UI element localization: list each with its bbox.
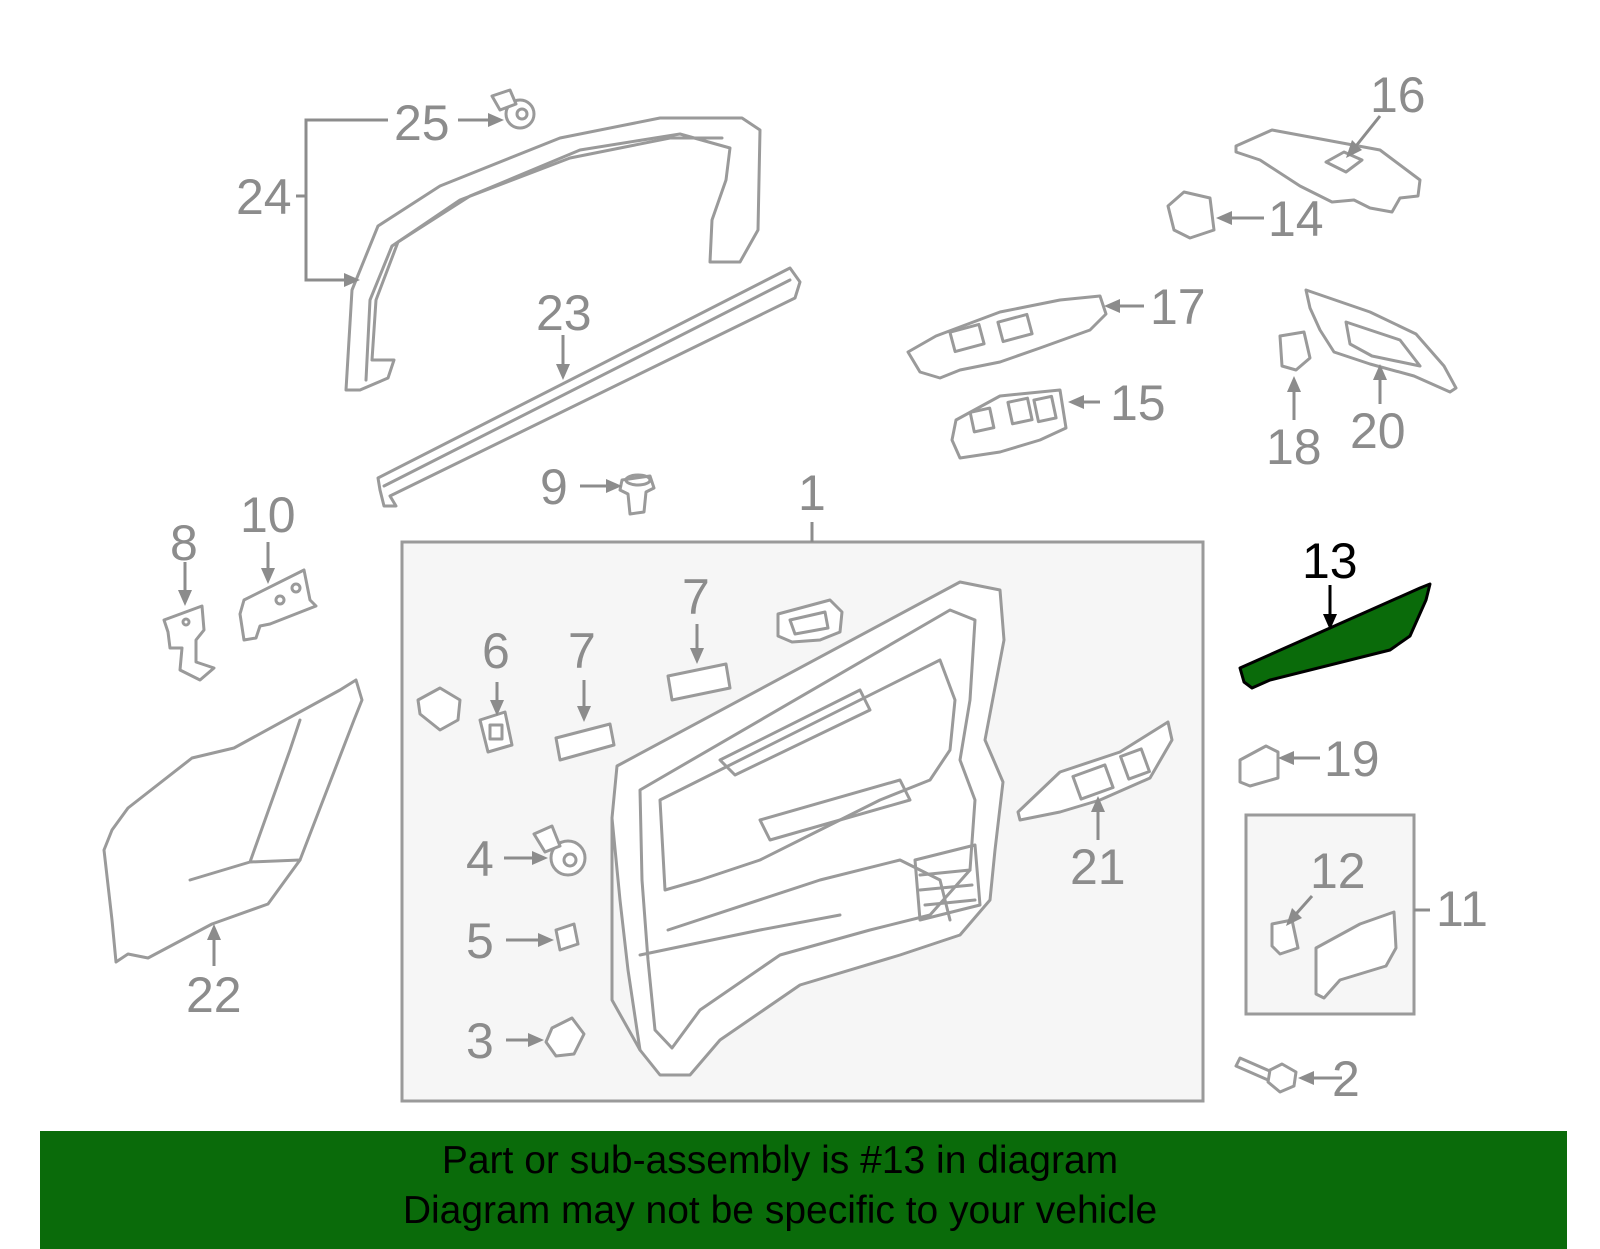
callout-12: 12 — [1310, 843, 1366, 899]
arrow-13 — [1323, 614, 1337, 630]
callout-6: 6 — [482, 623, 510, 679]
callout-25: 25 — [394, 95, 450, 151]
callout-22: 22 — [186, 967, 242, 1023]
cap-part-19 — [1238, 744, 1280, 788]
callout-9: 9 — [540, 459, 568, 515]
callout-13: 13 — [1302, 533, 1358, 589]
callout-15: 15 — [1110, 375, 1166, 431]
clip-part-6-left — [416, 686, 462, 732]
nut-part-3 — [544, 1016, 586, 1058]
callout-24: 24 — [236, 169, 292, 225]
switch-bezel-part-16 — [1234, 128, 1422, 214]
callout-23: 23 — [536, 285, 592, 341]
trim-panel-part-22 — [102, 678, 364, 964]
pad-part-7-left — [554, 722, 616, 762]
switch-bezel-part-21 — [1016, 720, 1174, 822]
door-trim-panel — [610, 580, 1006, 1077]
handle-bracket — [776, 598, 844, 644]
leader-16 — [1354, 115, 1382, 147]
window-frame-moulding-part-24 — [344, 116, 762, 392]
clip-part-5 — [554, 922, 580, 952]
clip-part-9 — [618, 473, 656, 516]
callout-11: 11 — [1436, 881, 1488, 937]
switch-panel-part-17 — [906, 294, 1108, 380]
callout-10: 10 — [240, 487, 296, 543]
callout-4: 4 — [466, 831, 494, 887]
callout-16: 16 — [1370, 67, 1426, 123]
callout-7a: 7 — [568, 623, 596, 679]
bolt-part-2 — [1234, 1056, 1298, 1094]
callout-14: 14 — [1268, 191, 1324, 247]
callout-1: 1 — [798, 465, 826, 521]
leader-12 — [1294, 895, 1314, 915]
bracket-part-10 — [238, 568, 318, 642]
clip-part-12 — [1270, 918, 1300, 956]
switch-part-18 — [1278, 330, 1312, 372]
armrest-pad-part-13-highlighted[interactable] — [1238, 582, 1432, 690]
callout-5: 5 — [466, 913, 494, 969]
callout-7b: 7 — [682, 569, 710, 625]
handle-bezel-part-20 — [1304, 288, 1458, 394]
cover-part-11 — [1314, 910, 1398, 1000]
callout-2: 2 — [1332, 1051, 1360, 1107]
pad-part-7-right — [666, 662, 732, 702]
clip-part-25 — [490, 88, 536, 130]
callout-20: 20 — [1350, 403, 1406, 459]
callout-18: 18 — [1266, 419, 1322, 475]
callout-19: 19 — [1324, 731, 1380, 787]
callout-21: 21 — [1070, 839, 1126, 895]
banner-line-1: Part or sub-assembly is #13 in diagram — [441, 1139, 1119, 1182]
bracket-part-8 — [162, 604, 216, 682]
leader-24 — [304, 118, 388, 282]
switch-block-part-15 — [950, 388, 1068, 460]
belt-moulding-part-23 — [376, 266, 802, 508]
switch-part-14 — [1166, 190, 1216, 240]
banner-line-2: Diagram may not be specific to your vehi… — [402, 1189, 1158, 1232]
info-banner: Part or sub-assembly is #13 in diagram D… — [40, 1131, 1567, 1249]
callout-8: 8 — [170, 515, 198, 571]
screw-part-4 — [532, 824, 587, 877]
callout-3: 3 — [466, 1013, 494, 1069]
callout-17: 17 — [1150, 279, 1206, 335]
